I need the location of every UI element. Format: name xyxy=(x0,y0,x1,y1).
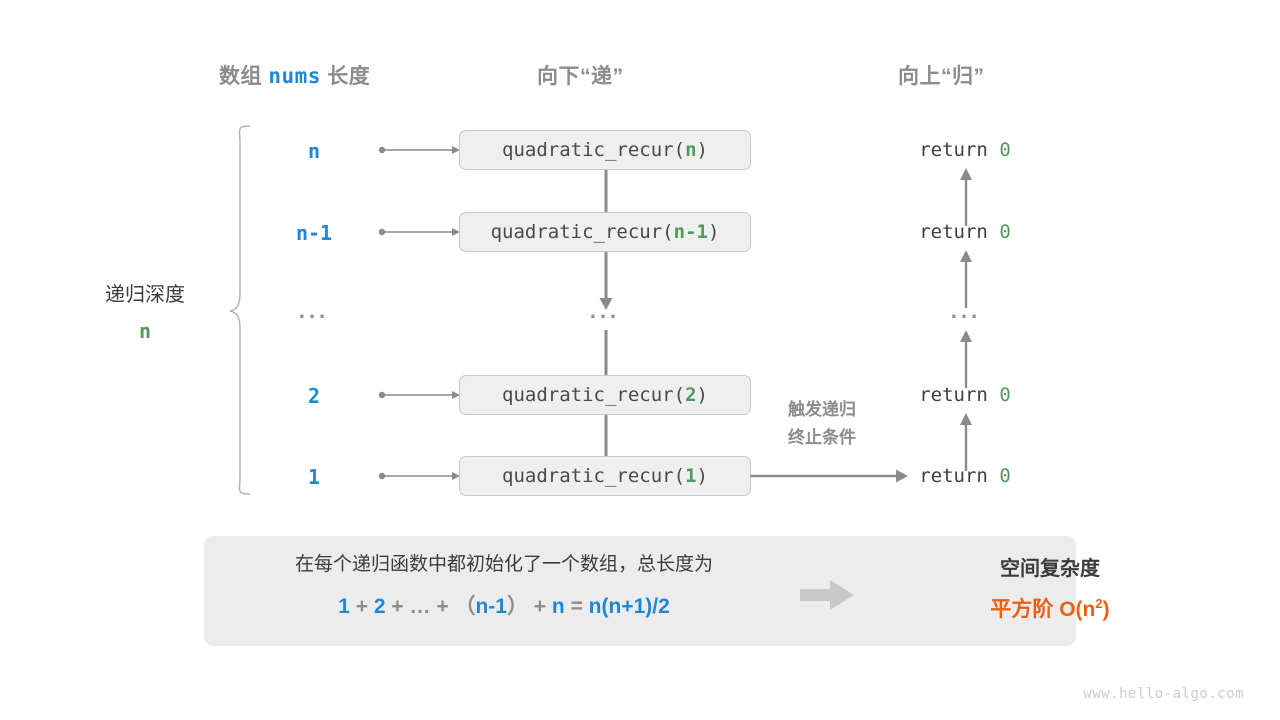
complexity-exponent: 2 xyxy=(1095,596,1103,611)
length-label-row-5: 1 xyxy=(307,465,321,489)
ascend-arrow-3 xyxy=(960,330,972,388)
recursion-depth-value: n xyxy=(138,319,152,343)
space-complexity-title: 空间复杂度 xyxy=(1000,558,1100,580)
summary-right: 空间复杂度 平方阶 O(n2) xyxy=(844,552,1256,623)
return-value-row-2: 0 xyxy=(999,221,1011,243)
formula-term-2: 2 xyxy=(373,595,386,618)
connector-row-2 xyxy=(378,228,460,236)
length-ellipsis-row-3: ... xyxy=(298,298,330,323)
return-ellipsis-row-3: ... xyxy=(950,298,982,323)
ascend-arrow-2 xyxy=(960,250,972,308)
formula-equals: = xyxy=(570,595,583,618)
header-descend: 向下“递” xyxy=(537,65,624,88)
call-box-arg-row-4: 2 xyxy=(685,384,697,406)
return-label-row-5: return 0 xyxy=(885,465,1045,487)
call-box-suffix-row-4: ) xyxy=(696,384,708,406)
formula-term-n-minus-1: n-1 xyxy=(475,595,507,618)
header-array-prefix: 数组 xyxy=(219,65,262,88)
return-label-row-1: return 0 xyxy=(885,139,1045,161)
call-box-row-4[interactable]: quadratic_recur(2) xyxy=(459,375,751,415)
return-value-row-4: 0 xyxy=(999,384,1011,406)
call-box-arg-row-5: 1 xyxy=(685,465,697,487)
call-box-prefix-row-5: quadratic_recur( xyxy=(502,465,686,487)
length-label-row-2: n-1 xyxy=(295,221,333,245)
call-box-prefix-row-2: quadratic_recur( xyxy=(490,221,674,243)
call-box-suffix-row-1: ) xyxy=(696,139,708,161)
termination-note-line1: 触发递归 xyxy=(788,400,856,419)
call-ellipsis-row-3: ... xyxy=(589,298,621,323)
header-array-suffix: 长度 xyxy=(327,65,371,88)
connector-row-1 xyxy=(378,146,460,154)
formula-op-4: + xyxy=(533,595,547,618)
return-label-row-4: return 0 xyxy=(885,384,1045,406)
header-ascend: 向上“归” xyxy=(898,65,985,88)
descend-arrow-2 xyxy=(599,252,613,310)
depth-brace xyxy=(229,125,251,495)
connector-row-4 xyxy=(378,391,460,399)
connector-row-5 xyxy=(378,472,460,480)
call-box-row-2[interactable]: quadratic_recur(n-1) xyxy=(459,212,751,252)
complexity-prefix: 平方阶 O(n xyxy=(990,598,1096,621)
return-keyword-row-5: return xyxy=(919,465,1000,487)
return-keyword-row-1: return xyxy=(919,139,1000,161)
recursion-depth-text: 递归深度 xyxy=(105,284,185,306)
call-box-suffix-row-2: ) xyxy=(707,221,720,243)
header-array-length: 数组 nums 长度 xyxy=(219,60,370,90)
formula-term-n: n xyxy=(551,595,565,618)
watermark: www.hello-algo.com xyxy=(1083,686,1244,702)
right-arrow-icon xyxy=(800,580,854,610)
length-label-row-4: 2 xyxy=(307,384,321,408)
formula-op-2: + xyxy=(391,595,404,618)
formula-result: n(n+1)/2 xyxy=(588,595,670,618)
call-box-arg-row-2: n-1 xyxy=(673,221,708,243)
call-box-row-1[interactable]: quadratic_recur(n) xyxy=(459,130,751,170)
call-box-prefix-row-1: quadratic_recur( xyxy=(502,139,686,161)
summary-panel: 在每个递归函数中都初始化了一个数组，总长度为 1 + 2 + … + （n-1）… xyxy=(204,536,1110,646)
termination-note: 触发递归 终止条件 xyxy=(758,396,886,452)
formula-ellipsis: … xyxy=(409,595,431,618)
return-value-row-1: 0 xyxy=(999,139,1011,161)
length-label-row-1: n xyxy=(307,139,321,163)
formula-op-1: + xyxy=(355,595,368,618)
space-complexity-value: 平方阶 O(n2) xyxy=(844,593,1256,623)
header-array-nums: nums xyxy=(268,64,321,88)
termination-note-line2: 终止条件 xyxy=(788,428,856,447)
formula-op-3: + xyxy=(436,595,449,618)
return-label-row-2: return 0 xyxy=(885,221,1045,243)
call-box-arg-row-1: n xyxy=(685,139,697,161)
ascend-arrow-1 xyxy=(960,168,972,226)
formula-paren-close: ） xyxy=(506,595,528,618)
base-case-arrow xyxy=(750,469,908,483)
formula-paren-open: （ xyxy=(454,595,476,618)
return-value-row-5: 0 xyxy=(999,465,1011,487)
formula-term-1: 1 xyxy=(338,595,350,618)
summary-left: 在每个递归函数中都初始化了一个数组，总长度为 1 + 2 + … + （n-1）… xyxy=(224,552,784,620)
call-box-prefix-row-4: quadratic_recur( xyxy=(502,384,686,406)
call-box-suffix-row-5: ) xyxy=(696,465,708,487)
return-keyword-row-4: return xyxy=(919,384,1000,406)
return-keyword-row-2: return xyxy=(919,221,1000,243)
summary-description: 在每个递归函数中都初始化了一个数组，总长度为 xyxy=(294,554,713,575)
complexity-suffix: ) xyxy=(1102,598,1110,621)
recursion-depth-label: 递归深度 n xyxy=(60,278,230,343)
ascend-arrow-4 xyxy=(960,413,972,471)
summary-formula: 1 + 2 + … + （n-1） + n = n(n+1)/2 xyxy=(224,590,784,620)
call-box-row-5[interactable]: quadratic_recur(1) xyxy=(459,456,751,496)
